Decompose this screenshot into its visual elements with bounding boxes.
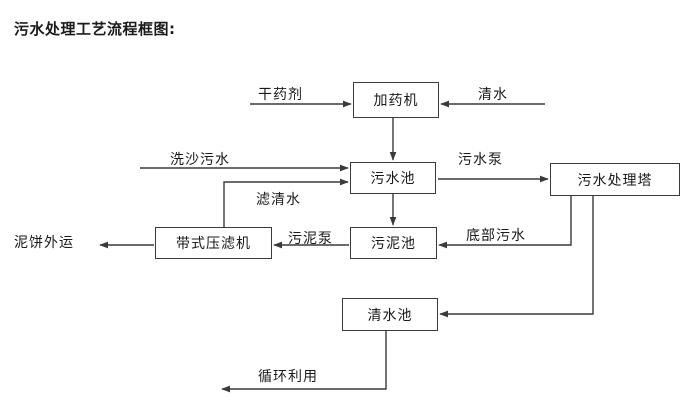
edge-label-clean-water: 清水 (478, 87, 508, 103)
edge-label-sludge-pump: 污泥泵 (288, 231, 333, 247)
node-sludge-pool[interactable]: 污泥池 (350, 227, 437, 259)
node-treatment-tower[interactable]: 污水处理塔 (550, 163, 680, 196)
wire-clear-water-recycle (221, 331, 387, 393)
node-clear-water-pool[interactable]: 清水池 (342, 298, 438, 331)
edge-label-bottom-sewage: 底部污水 (466, 228, 526, 244)
edge-label-filtered-water: 滤清水 (256, 192, 301, 208)
edge-label-dry-reagent: 干药剂 (258, 87, 303, 103)
edge-label-mud-cake-out: 泥饼外运 (14, 235, 74, 251)
wire-tower-to-clear-water-pool (439, 196, 594, 318)
page-title: 污水处理工艺流程框图: (14, 20, 176, 38)
node-belt-filter-press[interactable]: 带式压滤机 (155, 227, 272, 259)
node-sewage-pool[interactable]: 污水池 (350, 162, 436, 194)
wire-filtered-water-to-sewage-pool (223, 178, 349, 227)
edge-label-sand-wash-sewage: 洗沙污水 (170, 152, 230, 168)
edge-label-recycle-reuse: 循环利用 (258, 369, 318, 385)
wire-bottom-sewage-to-sludge-pool (438, 196, 572, 249)
node-dosing-machine[interactable]: 加药机 (353, 82, 439, 118)
edge-label-sewage-pump: 污水泵 (458, 152, 503, 168)
